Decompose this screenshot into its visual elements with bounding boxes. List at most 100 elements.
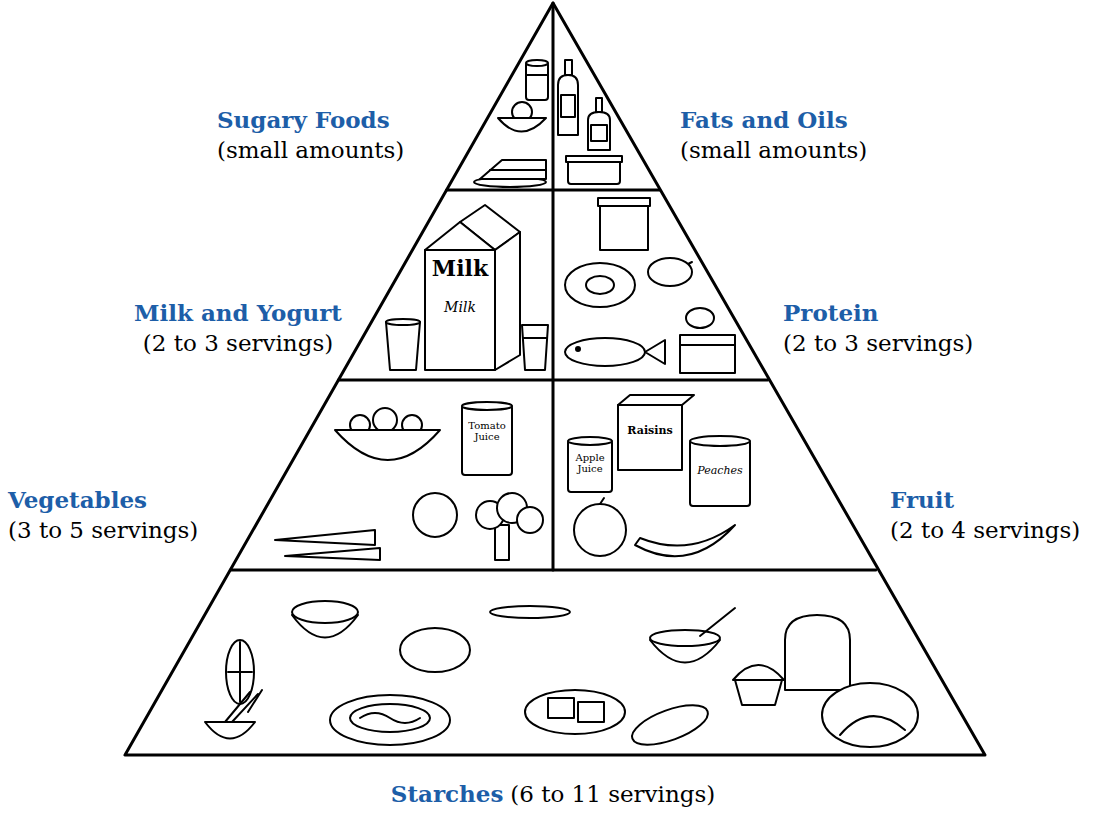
starches-drawing-part xyxy=(226,640,254,704)
product-label: Tomato Juice xyxy=(463,420,511,442)
milk-yogurt-drawing-part xyxy=(495,232,520,370)
sugary-foods-drawing xyxy=(474,60,548,187)
fats-oils-drawing-part xyxy=(588,112,610,150)
group-name: Fats and Oils xyxy=(680,104,867,135)
pyramid-outline-part xyxy=(125,3,985,755)
starches-drawing-part xyxy=(548,698,574,718)
product-label: Apple Juice xyxy=(569,452,611,474)
starches-drawing-part xyxy=(525,690,625,734)
vegetables-drawing-part xyxy=(462,402,512,410)
starches-drawing-part xyxy=(627,697,712,753)
product-label: Raisins xyxy=(619,425,681,437)
sugary-foods-drawing-part xyxy=(498,118,546,132)
starches-drawing-part xyxy=(292,601,358,623)
serving-amount: (small amounts) xyxy=(680,135,867,166)
serving-amount: (6 to 11 servings) xyxy=(510,779,715,810)
starches-drawing-part xyxy=(205,722,255,739)
vegetables-drawing-part xyxy=(495,525,509,560)
product-label: Milk xyxy=(425,300,495,315)
food-group-label: Protein(2 to 3 servings) xyxy=(783,297,973,359)
group-name: Sugary Foods xyxy=(217,104,404,135)
serving-amount: (small amounts) xyxy=(217,135,404,166)
vegetables-drawing-part xyxy=(462,405,512,475)
protein-drawing-part xyxy=(645,340,665,364)
starches-drawing-part xyxy=(700,608,735,636)
protein-drawing-part xyxy=(586,276,614,294)
group-name: Vegetables xyxy=(8,484,198,515)
food-group-label: Milk and Yogurt(2 to 3 servings) xyxy=(134,297,342,359)
starches-drawing-part xyxy=(490,606,570,618)
protein-drawing-part xyxy=(565,338,645,366)
fruit-drawing-part xyxy=(690,440,750,506)
milk-yogurt-drawing-part xyxy=(425,222,495,250)
milk-yogurt-drawing-part xyxy=(523,337,547,339)
fruit-drawing-part xyxy=(618,395,694,405)
serving-amount: (2 to 3 servings) xyxy=(783,328,973,359)
fats-oils-drawing xyxy=(558,60,622,184)
milk-yogurt-drawing-part xyxy=(425,250,495,370)
milk-yogurt-drawing xyxy=(386,205,548,370)
fruit-drawing-part xyxy=(568,437,612,445)
food-group-label: Starches(6 to 11 servings) xyxy=(391,778,715,810)
fruit-drawing-part xyxy=(618,405,682,470)
protein-drawing-part xyxy=(598,198,650,206)
starches-drawing-part xyxy=(330,695,450,745)
protein-drawing-part xyxy=(648,258,692,286)
starches-drawing-part xyxy=(578,702,604,722)
starches-drawing xyxy=(205,601,918,753)
vegetables-drawing-part xyxy=(275,530,375,545)
protein-drawing-part xyxy=(565,263,635,307)
fruit-drawing-part xyxy=(690,436,750,446)
fats-oils-drawing-part xyxy=(558,75,578,135)
group-name: Fruit xyxy=(890,484,1080,515)
serving-amount: (2 to 4 servings) xyxy=(890,515,1080,546)
group-name: Starches xyxy=(391,778,504,809)
milk-yogurt-drawing-part xyxy=(522,325,548,370)
food-group-label: Sugary Foods(small amounts) xyxy=(217,104,404,166)
sugary-foods-drawing-part xyxy=(480,160,546,179)
fruit-drawing xyxy=(568,395,750,556)
starches-drawing-part xyxy=(350,704,430,732)
sugary-foods-drawing-part xyxy=(490,169,546,171)
starches-drawing-part xyxy=(735,680,782,705)
group-name: Milk and Yogurt xyxy=(134,297,342,328)
vegetables-drawing-part xyxy=(285,548,380,560)
starches-drawing-part xyxy=(232,694,258,722)
protein-drawing-part xyxy=(680,335,735,373)
food-group-label: Vegetables(3 to 5 servings) xyxy=(8,484,198,546)
sugary-foods-drawing-part xyxy=(526,60,548,66)
vegetables-drawing-part xyxy=(413,493,457,537)
fats-oils-drawing-part xyxy=(565,60,572,75)
vegetables-drawing-part xyxy=(373,408,397,432)
pyramid-outline-part xyxy=(552,3,555,570)
starches-drawing-part xyxy=(733,665,784,680)
starches-drawing-part xyxy=(360,713,420,723)
vegetables-drawing-part xyxy=(517,507,543,533)
fruit-drawing-part xyxy=(635,525,735,556)
food-group-label: Fats and Oils(small amounts) xyxy=(680,104,867,166)
vegetables-drawing-part xyxy=(335,430,440,460)
product-label: Milk xyxy=(425,256,495,280)
fats-oils-drawing-part xyxy=(596,98,602,112)
milk-yogurt-drawing-part xyxy=(386,319,420,325)
fats-oils-drawing-part xyxy=(566,156,622,162)
starches-drawing-part xyxy=(840,716,905,735)
sugary-foods-drawing-part xyxy=(526,74,548,76)
fats-oils-drawing-part xyxy=(561,95,575,117)
starches-drawing-part xyxy=(228,671,252,673)
fats-oils-drawing-part xyxy=(568,160,620,184)
protein-drawing-part xyxy=(576,347,580,351)
fruit-drawing-part xyxy=(568,440,612,492)
group-name: Protein xyxy=(783,297,973,328)
sugary-foods-drawing-part xyxy=(526,62,548,100)
starches-drawing-part xyxy=(400,628,470,672)
food-group-label: Fruit(2 to 4 servings) xyxy=(890,484,1080,546)
starches-drawing-part xyxy=(785,615,850,690)
serving-amount: (2 to 3 servings) xyxy=(134,328,342,359)
protein-drawing xyxy=(565,198,735,373)
fruit-drawing-part xyxy=(600,498,604,504)
product-label: Peaches xyxy=(691,465,749,477)
